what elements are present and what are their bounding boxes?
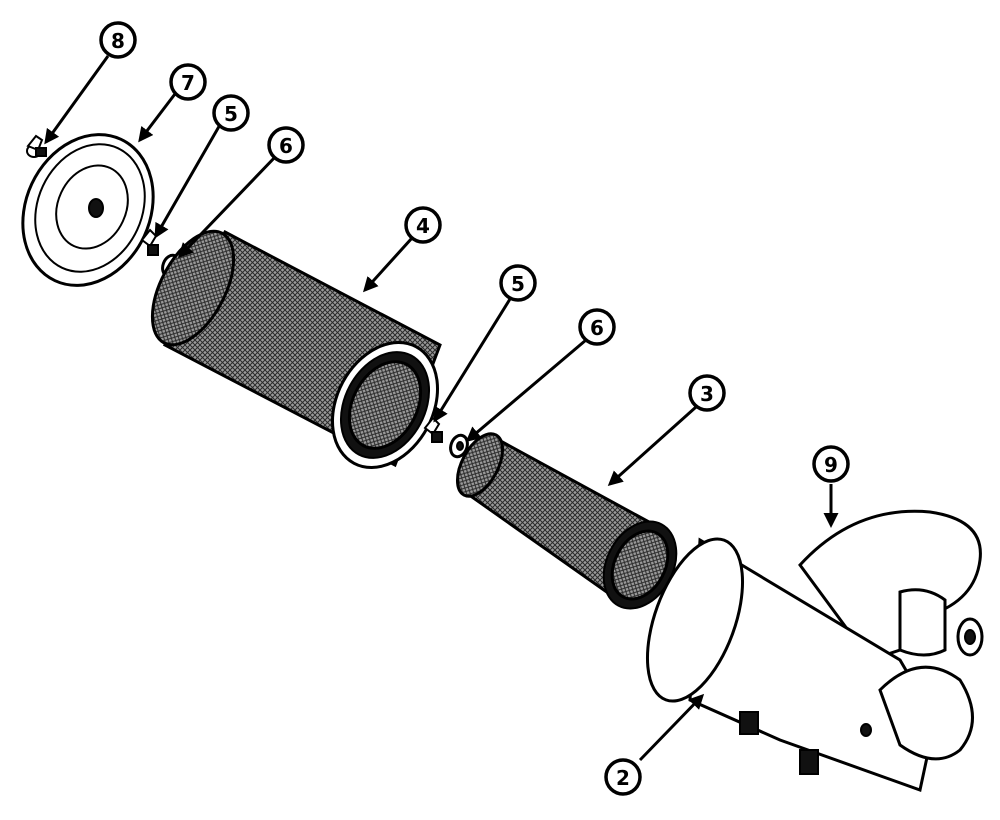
callout-4: 4 (404, 206, 442, 244)
callout-8-label: 8 (111, 29, 125, 53)
callout-6-upper: 6 (267, 126, 305, 164)
callout-5-lower: 5 (499, 264, 537, 302)
callout-2-label: 2 (616, 766, 630, 790)
leader-lines (44, 55, 839, 762)
callout-6-lower-label: 6 (590, 316, 604, 340)
wing-nut-part-8 (26, 134, 47, 158)
callout-9: 9 (812, 445, 850, 483)
callout-2: 2 (604, 758, 642, 796)
cover-part (21, 133, 155, 287)
callout-5-upper: 5 (212, 94, 250, 132)
callout-4-label: 4 (416, 214, 430, 238)
inner-filter-part-3 (455, 432, 678, 610)
housing-part-2 (645, 509, 984, 792)
callout-5-upper-label: 5 (224, 102, 238, 126)
callout-6-lower: 6 (578, 308, 616, 346)
callout-7: 7 (169, 63, 207, 101)
callout-6-upper-label: 6 (279, 134, 293, 158)
callout-3: 3 (688, 374, 726, 412)
callout-8: 8 (99, 21, 137, 59)
callout-9-label: 9 (824, 453, 838, 477)
outer-filter-part-4 (150, 229, 442, 469)
callout-7-label: 7 (181, 71, 195, 95)
callout-3-label: 3 (700, 382, 714, 406)
washer-part-6-lower (449, 433, 469, 459)
callout-5-lower-label: 5 (511, 272, 525, 296)
